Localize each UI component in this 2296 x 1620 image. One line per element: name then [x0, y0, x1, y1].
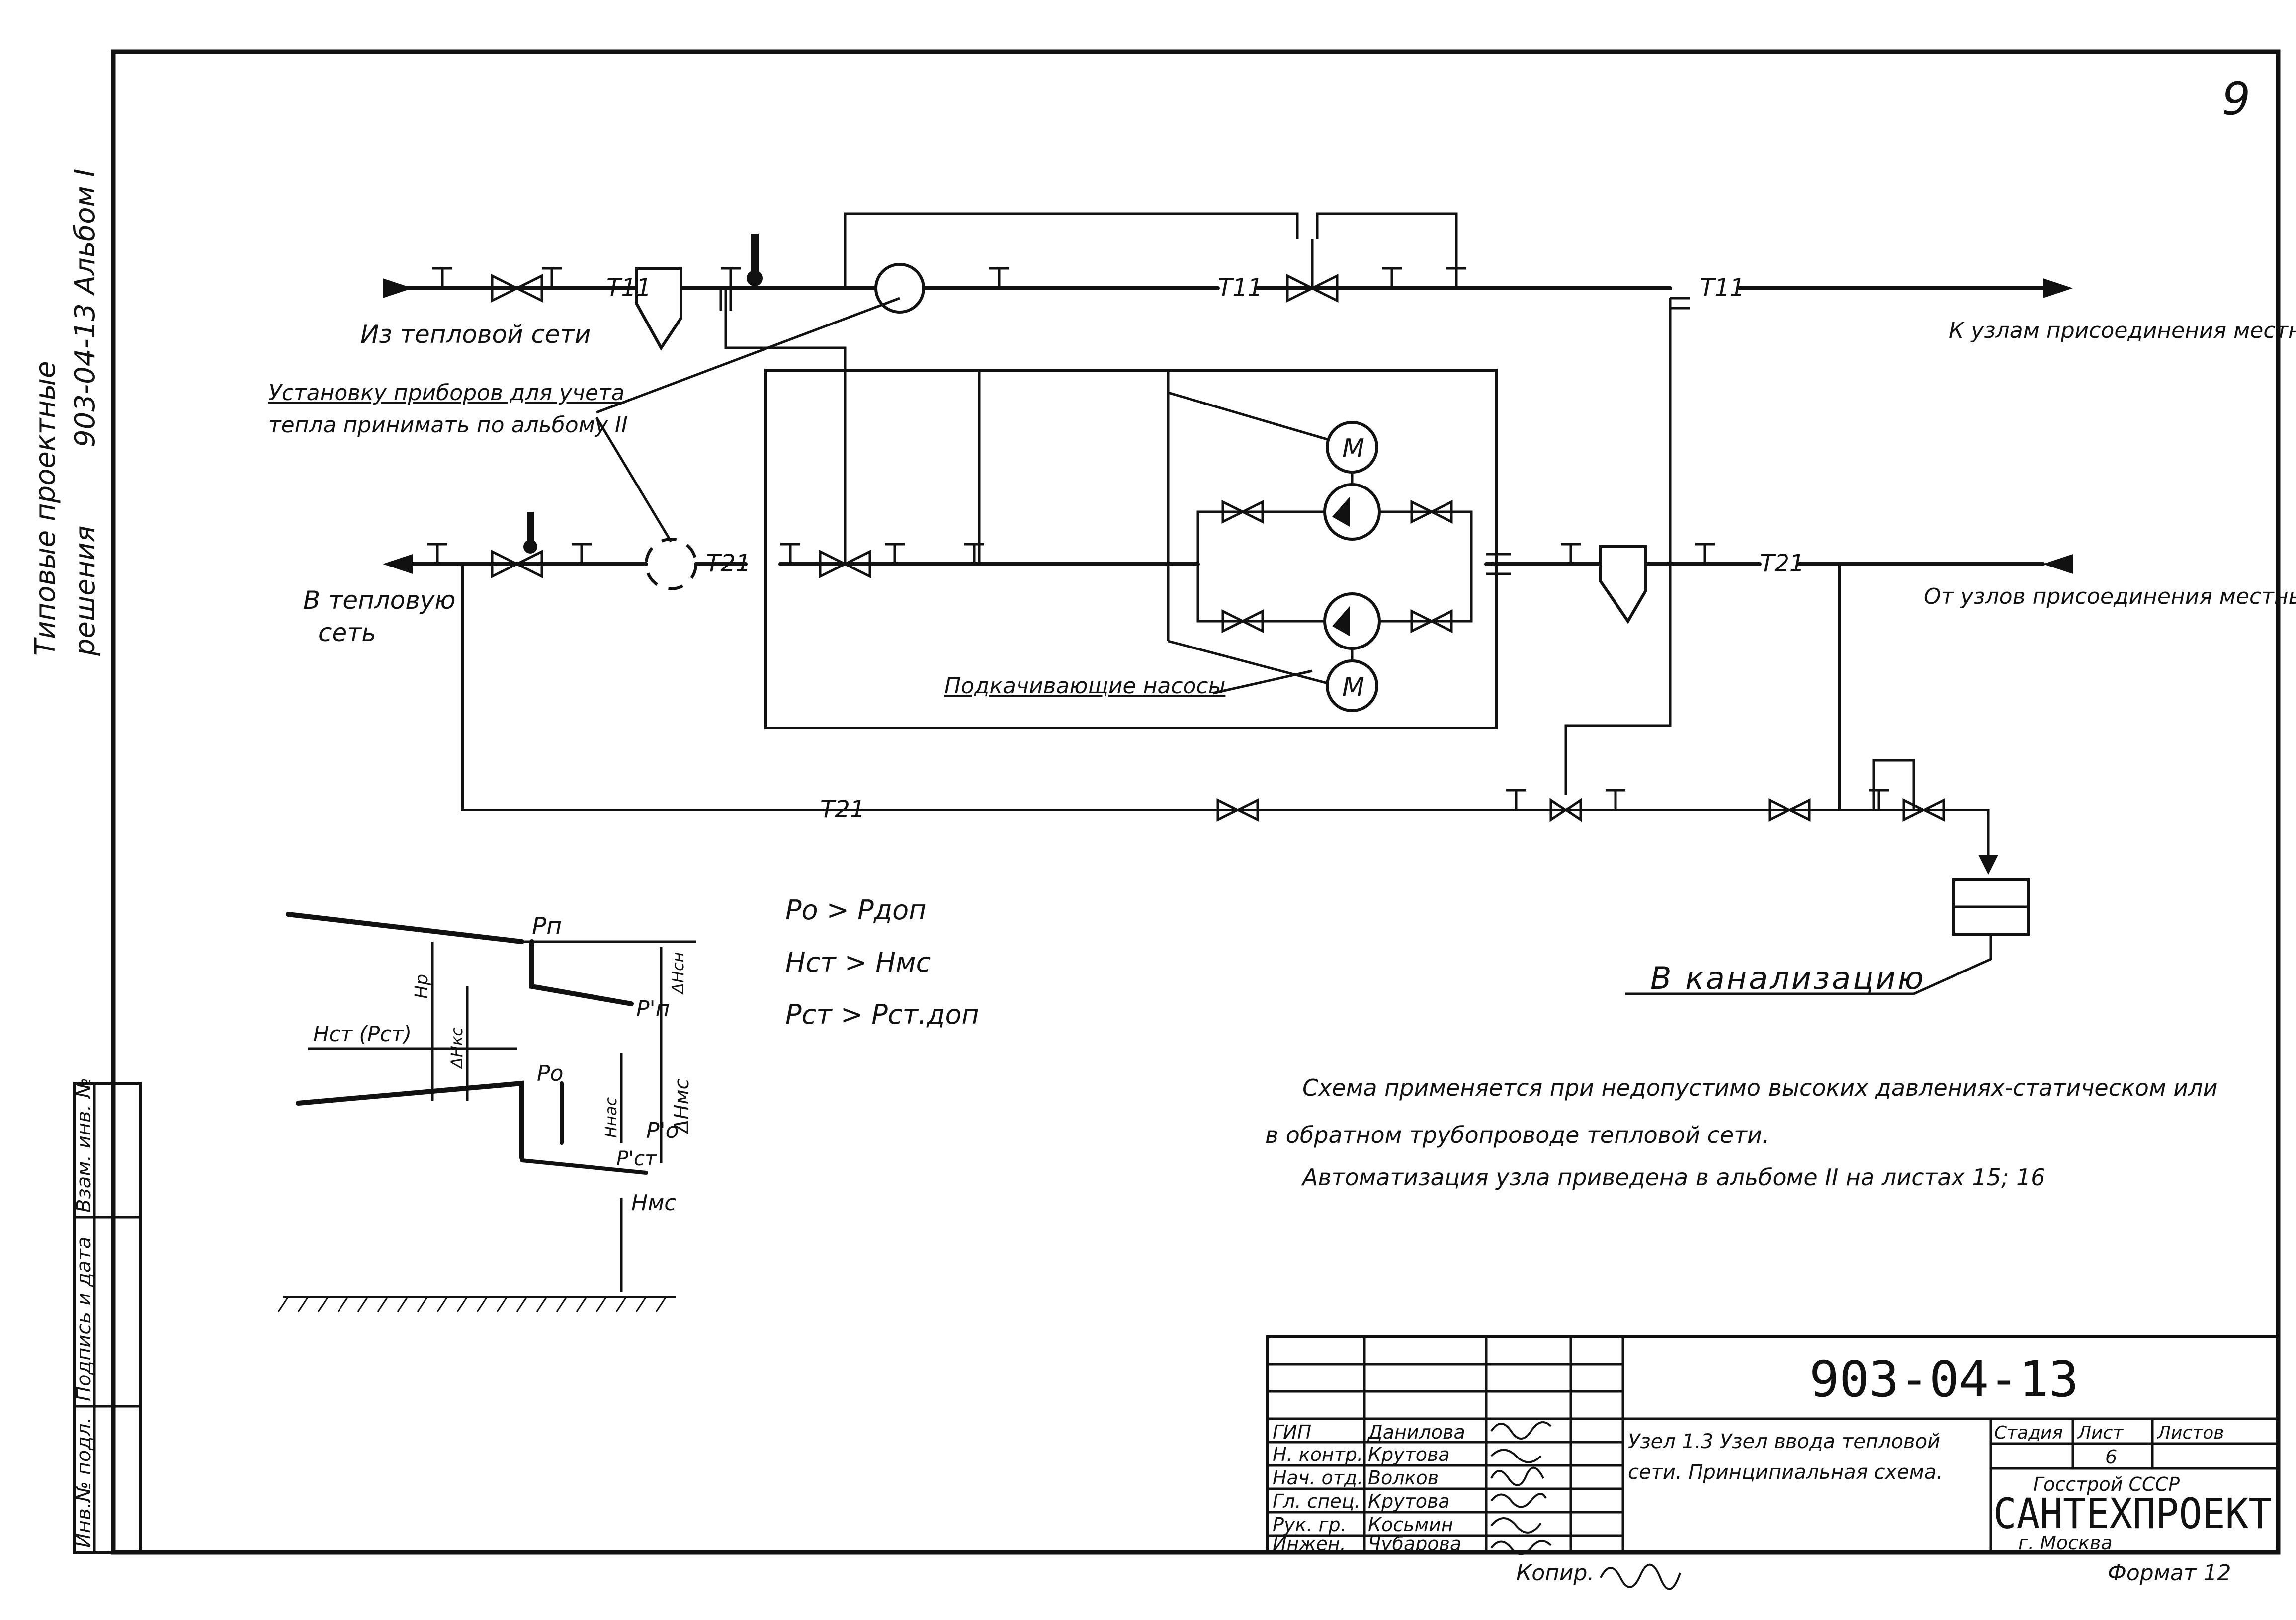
- sidebar-line1: Типовые проектные: [29, 361, 62, 656]
- label-from-local-systems: От узлов присоединения местных систем: [1924, 584, 2296, 609]
- tb-name-4: Крутова: [1368, 1490, 1450, 1512]
- pd-dhcn: ΔHсн: [669, 952, 687, 995]
- return-outlet-arrow-icon: [383, 554, 413, 574]
- label-instruments-1: Установку приборов для учета: [268, 380, 625, 405]
- note-2: в обратном трубопроводе тепловой сети.: [1265, 1122, 1770, 1148]
- pd-pn: Pп: [532, 912, 562, 940]
- pipe-t11-label-3: T11: [1700, 274, 1745, 302]
- label-from-network: Из тепловой сети: [360, 320, 591, 349]
- drain-arrow-icon: [1978, 855, 1998, 875]
- pipe-t11-label-2: T11: [1218, 274, 1263, 302]
- pd-hmc: Hмс: [631, 1190, 676, 1215]
- tb-role-3: Нач. отд.: [1273, 1467, 1363, 1489]
- condition-3: Pст > Pст.доп: [785, 999, 979, 1030]
- pd-dhmc: ΔHмс: [671, 1078, 693, 1134]
- pd-pn-prime: P'п: [636, 996, 670, 1022]
- tb-sheet-hdr: Лист: [2077, 1423, 2124, 1443]
- tb-copied: Копир.: [1516, 1560, 1594, 1586]
- condition-2: Hст > Hмс: [785, 947, 931, 978]
- tb-role-1: ГИП: [1273, 1421, 1311, 1443]
- tb-role-5: Рук. гр.: [1273, 1514, 1347, 1536]
- tb-stage-hdr: Стадия: [1994, 1423, 2063, 1443]
- mud-trap-icon: [635, 267, 682, 351]
- title-block: [1266, 1335, 2280, 1554]
- pd-po: Pо: [537, 1061, 563, 1086]
- return-regulating-valve-icon: [819, 549, 871, 579]
- pd-dhkc: ΔHкс: [447, 1027, 466, 1070]
- tb-sheets-hdr: Листов: [2156, 1423, 2224, 1443]
- label-instruments-2: тепла принимать по альбому II: [268, 412, 628, 438]
- tb-names: Данилова Крутова Волков Крутова Косьмин …: [1367, 1421, 1465, 1555]
- stamp-col1: Инв.№ подл.: [73, 1417, 95, 1548]
- sidebar-title: Типовые проектные решения 903-04-13 Альб…: [29, 169, 101, 656]
- tb-name-1: Данилова: [1367, 1421, 1465, 1443]
- label-to-network-1: В тепловую: [303, 586, 455, 615]
- pump-station: M M: [724, 288, 1498, 729]
- condition-1: Pо > Pдоп: [785, 894, 926, 926]
- note-3: Автоматизация узла приведена в альбоме I…: [1301, 1164, 2045, 1191]
- inlet-arrow-icon: [383, 278, 413, 298]
- signature-marks: [1490, 1421, 1552, 1555]
- pump-bottom-icon: [1323, 592, 1381, 650]
- pipe-t21-label-1: T21: [706, 550, 751, 577]
- label-booster-pumps: Подкачивающие насосы: [944, 673, 1225, 699]
- pd-po-prime: P'о: [646, 1118, 679, 1143]
- tb-format: Формат 12: [2108, 1560, 2231, 1586]
- tb-org2: САНТЕХПРОЕКТ: [1993, 1489, 2272, 1538]
- tb-name-3: Волков: [1368, 1467, 1439, 1489]
- pump-top-icon: [1323, 483, 1381, 541]
- copier-signature-mark: [1600, 1563, 1681, 1590]
- tb-role-6: Инжен.: [1273, 1533, 1346, 1555]
- motor-bottom-label: M: [1342, 672, 1364, 702]
- return-mud-trap-icon: [1599, 545, 1647, 624]
- gate-valve-icon: [491, 273, 543, 303]
- pipe-t11-label-1: T11: [606, 274, 651, 302]
- tb-roles: ГИП Н. контр. Нач. отд. Гл. спец. Рук. г…: [1273, 1421, 1363, 1555]
- tb-role-2: Н. контр.: [1273, 1444, 1363, 1465]
- return-line: [383, 512, 2073, 624]
- bypass-lines: [461, 298, 2030, 995]
- stamp-col3: Взам. инв. №: [73, 1077, 95, 1213]
- return-inlet-arrow-icon: [2043, 554, 2073, 574]
- stamp-col2: Подпись и дата: [73, 1237, 95, 1401]
- pd-pct-prime: P'ст: [616, 1147, 657, 1170]
- note-1: Схема применяется при недопустимо высоки…: [1302, 1074, 2217, 1101]
- label-to-network-2: сеть: [318, 618, 376, 647]
- sidebar-line2: решения: [69, 526, 101, 656]
- pressure-diagram: [277, 912, 696, 1312]
- tb-doc-code: 903-04-13: [1809, 1350, 2079, 1408]
- thermometer-icon: [747, 234, 763, 286]
- pump-valve-icon: [1221, 499, 1453, 634]
- tb-name-6: Чубарова: [1368, 1533, 1461, 1555]
- left-stamp: Инв.№ подл. Подпись и дата Взам. инв. №: [73, 1077, 142, 1554]
- regulating-valve-icon: [1286, 239, 1339, 303]
- tb-name-2: Крутова: [1368, 1444, 1450, 1465]
- pd-hnac: Hнас: [601, 1097, 620, 1138]
- pd-hct: Hст (Pст): [313, 1022, 412, 1046]
- bypass-valve-icon: [1216, 798, 1945, 822]
- tb-role-4: Гл. спец.: [1273, 1490, 1361, 1512]
- sheet-frame: [111, 49, 2281, 1555]
- tb-org3: г. Москва: [2018, 1532, 2113, 1554]
- pd-hp: Hр: [412, 974, 432, 999]
- label-sewer: В канализацию: [1650, 960, 1926, 996]
- pipe-t21-label-3: T21: [820, 796, 865, 823]
- flow-meter-icon: [874, 263, 925, 314]
- return-thermometer-icon: [523, 512, 537, 554]
- tb-sheet-no: 6: [2105, 1446, 2117, 1468]
- sidebar-line3: 903-04-13 Альбом I: [69, 169, 101, 447]
- outlet-arrow-icon: [2043, 278, 2073, 298]
- tb-org1: Госстрой СССР: [2033, 1473, 2180, 1495]
- pipe-t21-label-2: T21: [1760, 550, 1804, 577]
- tb-name-5: Косьмин: [1368, 1514, 1453, 1536]
- return-gate-valve-icon: [491, 549, 543, 579]
- page-number: 9: [2222, 73, 2250, 125]
- supply-line: [383, 212, 2073, 351]
- tb-title: Узел 1.3 Узел ввода тепловой сети. Принц…: [1628, 1430, 1943, 1484]
- return-flow-meter-icon: [645, 538, 697, 590]
- label-to-local-systems: К узлам присоединения местных систем: [1949, 318, 2296, 343]
- motor-top-label: M: [1342, 434, 1364, 464]
